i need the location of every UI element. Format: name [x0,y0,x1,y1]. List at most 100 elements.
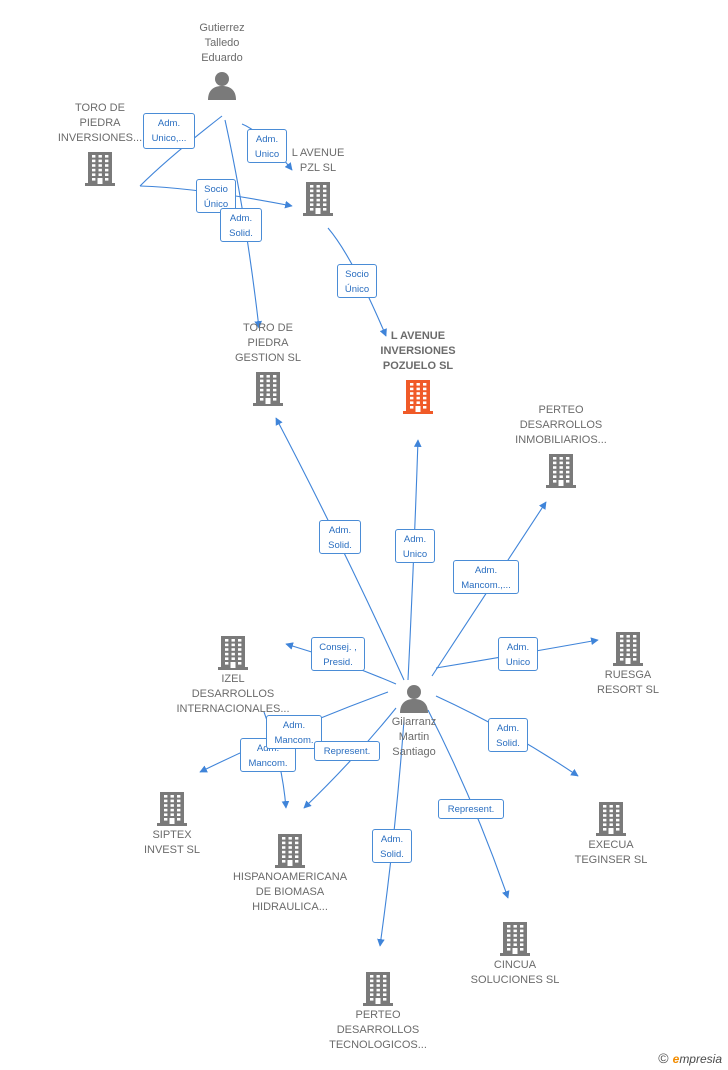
relation-tag-e9[interactable]: Consej. ,Presid. [311,637,365,671]
node-label-line: PIEDRA [79,117,121,129]
node-label-line: L AVENUE [390,330,446,342]
relation-tag-line: Mancom.,... [461,580,511,591]
brand-initial: e [672,1052,680,1066]
relation-tag-e7[interactable]: Adm.Unico [395,529,435,563]
node-label: L AVENUE INVERSIONES POZUELO SL [343,329,493,374]
relation-tag-e16[interactable]: Adm.Solid. [372,829,412,863]
relation-tag-line: Mancom. [274,735,314,746]
company-node-toro-inv[interactable]: TORO DE PIEDRA INVERSIONES... [25,101,175,186]
copyright-symbol: © [658,1050,669,1066]
node-label-line: GESTION SL [234,352,302,364]
node-label-line: Talledo [204,37,240,49]
node-label-line: DESARROLLOS [336,1024,420,1036]
node-label: CINCUA SOLUCIONES SL [440,958,590,988]
node-label-line: TORO DE [75,102,125,114]
node-label-line: TORO DE [243,322,293,334]
node-label-line: INVERSIONES [380,345,456,357]
node-label-line: INVERSIONES... [57,132,143,144]
node-label-line: DE BIOMASA [255,886,325,898]
node-label-line: DESARROLLOS [191,688,275,700]
node-label-line: INMOBILIARIOS... [515,434,607,446]
edge-toro-inv-to-gutierrez [139,115,223,187]
company-node-cincua[interactable]: CINCUA SOLUCIONES SL [440,920,590,988]
company-node-lavenue-inv[interactable]: L AVENUE INVERSIONES POZUELO SL [343,329,493,414]
relation-tag-line: Único [344,284,370,295]
empresia-watermark[interactable]: ©empresia [658,1050,722,1066]
node-label-line: PERTEO [355,1009,401,1021]
node-label-line: RESORT SL [597,684,659,696]
relation-tag-e4[interactable]: Adm.Solid. [220,208,262,242]
node-label-line: L AVENUE [291,147,345,159]
relation-tag-line: Adm. [157,118,181,129]
relation-tag-line: Adm. [496,723,520,734]
node-label-line: HIDRAULICA... [252,901,328,913]
node-label-line: INTERNACIONALES... [176,703,290,715]
relation-tag-line: Mancom. [248,758,288,769]
company-node-toro-gestion[interactable]: TORO DE PIEDRA GESTION SL [193,321,343,406]
relation-tag-e15[interactable]: Represent. [438,799,504,819]
person-icon [208,72,236,100]
building-icon [546,454,576,488]
node-label: TORO DE PIEDRA GESTION SL [193,321,343,366]
relation-tag-e6[interactable]: Adm.Solid. [319,520,361,554]
building-icon [363,972,393,1006]
node-label-line: HISPANOAMERICANA [232,871,348,883]
node-label: TORO DE PIEDRA INVERSIONES... [25,101,175,146]
relation-tag-e10[interactable]: Adm. Unico [498,637,538,671]
relation-tag-e2[interactable]: Adm.Unico [247,129,287,163]
node-label-line: SIPTEX [152,829,192,841]
node-label-line: INVEST SL [143,844,201,856]
building-icon [85,152,115,186]
relation-tag-line: Solid. [328,540,352,551]
node-label-line: PERTEO [538,404,584,416]
relation-tag-e8[interactable]: Adm. Mancom.,... [453,560,519,594]
company-node-siptex[interactable]: SIPTEX INVEST SL [97,790,247,858]
node-label-line: SOLUCIONES SL [470,974,560,986]
relation-tag-line: Adm. [506,642,530,653]
brand-name: mpresia [679,1052,722,1066]
building-icon [157,792,187,826]
relation-tag-line: Unico [505,657,531,668]
relation-tag-line: Adm. [380,834,404,845]
relation-tag-e14[interactable]: Adm. Solid. [488,718,528,752]
node-label-line: RUESGA [604,669,652,681]
relation-tag-e13[interactable]: Represent. [314,741,380,761]
node-label-line: EXECUA [588,839,634,851]
company-node-perteo-tec[interactable]: PERTEO DESARROLLOS TECNOLOGICOS... [303,970,453,1053]
relation-tag-e12[interactable]: Adm.Mancom. [266,715,322,749]
node-label-line: CINCUA [493,959,537,971]
relation-tag-line: Represent. [447,804,495,815]
company-node-ruesga[interactable]: RUESGA RESORT SL [553,630,703,698]
building-icon [596,802,626,836]
node-label: PERTEO DESARROLLOS TECNOLOGICOS... [303,1008,453,1053]
node-label-line: DESARROLLOS [519,419,603,431]
building-icon [403,380,433,414]
company-node-hispano[interactable]: HISPANOAMERICANA DE BIOMASA HIDRAULICA... [215,832,365,915]
node-label-line: Gilarranz [391,716,437,728]
node-label-line: PZL SL [299,162,337,174]
building-icon [303,182,333,216]
company-node-lavenue-pzl[interactable]: L AVENUE PZL SL [243,146,393,216]
relation-tag-line: Adm. [474,565,498,576]
relation-tag-line: Adm. [255,134,279,145]
relation-tag-line: Unico,... [151,133,187,144]
relation-tag-line: Represent. [323,746,371,757]
node-label-line: TECNOLOGICOS... [329,1039,427,1051]
node-label-line: PIEDRA [247,337,289,349]
relation-tag-line: Socio [204,184,228,195]
node-label-line: POZUELO SL [382,360,454,372]
relation-tag-line: Adm. [403,534,427,545]
relation-tag-line: Solid. [496,738,520,749]
relation-tag-e1[interactable]: Adm. Unico,... [143,113,195,149]
company-node-perteo-inm[interactable]: PERTEO DESARROLLOS INMOBILIARIOS... [486,403,636,488]
